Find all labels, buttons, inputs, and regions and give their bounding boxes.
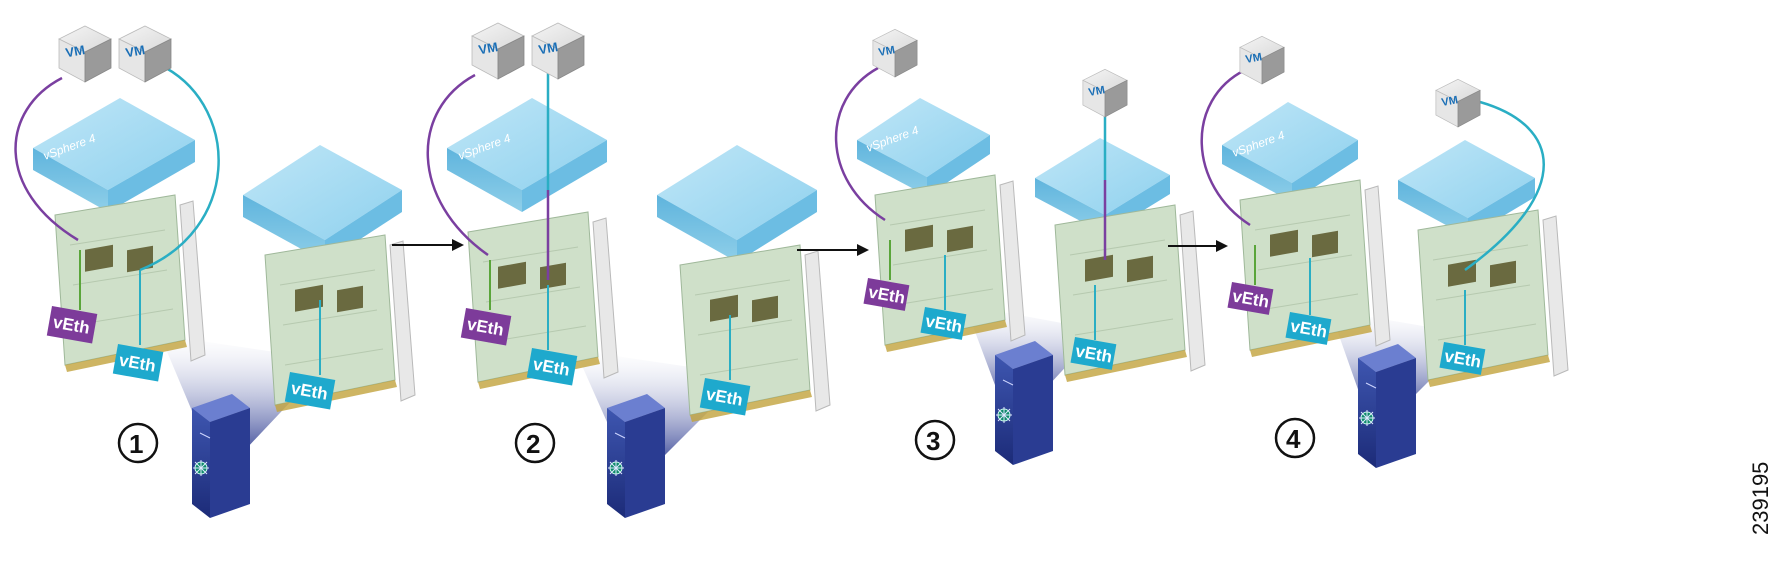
vm-link-purple	[14, 76, 79, 242]
vm-link-cyan	[1464, 100, 1545, 272]
veth-badge: vEth	[699, 378, 751, 416]
arrow-right-icon	[392, 239, 464, 251]
hypervisor-slab-icon: vSphere 4	[33, 98, 195, 212]
vm-cube-icon: VM	[1082, 68, 1128, 118]
hypervisor-slab-icon: vSphere 4	[857, 98, 990, 196]
fabric-switch-icon	[191, 393, 251, 519]
veth-badge: vEth	[1285, 312, 1332, 345]
fabric-switch-icon	[994, 340, 1054, 466]
vm-label: VM	[64, 42, 86, 60]
step-2-panel: vSphere 4 VM VM vEth vEth vEth 2	[426, 22, 831, 519]
veth-badge: vEth	[46, 306, 98, 344]
step-number-label: 3	[926, 426, 940, 456]
network-card-icon	[54, 194, 206, 373]
veth-badge: vEth	[460, 308, 512, 346]
vm-cube-icon: VM	[471, 22, 525, 80]
step-number: 3	[914, 419, 956, 461]
veth-badge: vEth	[1227, 282, 1274, 315]
fabric-switch-icon	[1357, 343, 1417, 469]
vm-label: VM	[124, 42, 146, 60]
fabric-switch-icon	[606, 393, 666, 519]
vm-cube-icon: VM	[58, 25, 112, 83]
network-card-icon	[264, 234, 416, 413]
veth-badge: vEth	[112, 344, 164, 382]
hypervisor-slab-icon	[657, 145, 817, 262]
vm-cube-icon: VM	[1435, 78, 1481, 128]
veth-badge: vEth	[1439, 342, 1486, 375]
vm-link-purple	[834, 66, 886, 222]
veth-badge: vEth	[526, 348, 578, 386]
hypervisor-slab-icon: vSphere 4	[1222, 102, 1358, 202]
hypervisor-slab-icon: vSphere 4	[447, 98, 607, 212]
figure-id: 239195	[1748, 461, 1773, 535]
vm-label: VM	[537, 39, 559, 57]
veth-badge: vEth	[863, 278, 910, 311]
vm-label: VM	[477, 39, 499, 57]
step-4-panel: vSphere 4 VM VM vEth vEth vEth 4	[1200, 35, 1569, 469]
step-number: 2	[514, 422, 556, 464]
veth-badge: vEth	[920, 307, 967, 340]
vm-label: VM	[878, 44, 896, 59]
veth-badge: vEth	[284, 372, 336, 410]
vm-cube-icon: VM	[872, 28, 918, 78]
vm-link-cyan	[139, 66, 220, 272]
step-number-label: 1	[129, 429, 143, 459]
vm-link-purple	[426, 73, 489, 257]
veth-badge: vEth	[1070, 337, 1117, 370]
arrow-right-icon	[797, 244, 869, 256]
vm-label: VM	[1245, 51, 1263, 66]
step-number-label: 2	[526, 429, 540, 459]
network-card-icon	[1417, 209, 1569, 388]
vm-cube-icon: VM	[1239, 35, 1285, 85]
step-1-panel: vSphere 4 VM VM vEth vEth vEth 1	[14, 25, 416, 519]
step-number-label: 4	[1286, 424, 1301, 454]
step-3-panel: vSphere 4 VM VM vEth vEth vEth 3	[834, 28, 1206, 466]
vm-cube-icon: VM	[118, 25, 172, 83]
vm-label: VM	[1441, 94, 1459, 109]
vm-link-purple	[1200, 68, 1251, 227]
vm-label: VM	[1088, 84, 1106, 99]
vm-cube-icon: VM	[531, 22, 585, 80]
step-number: 4	[1274, 417, 1316, 459]
step-number: 1	[117, 422, 159, 464]
arrow-right-icon	[1168, 240, 1228, 252]
